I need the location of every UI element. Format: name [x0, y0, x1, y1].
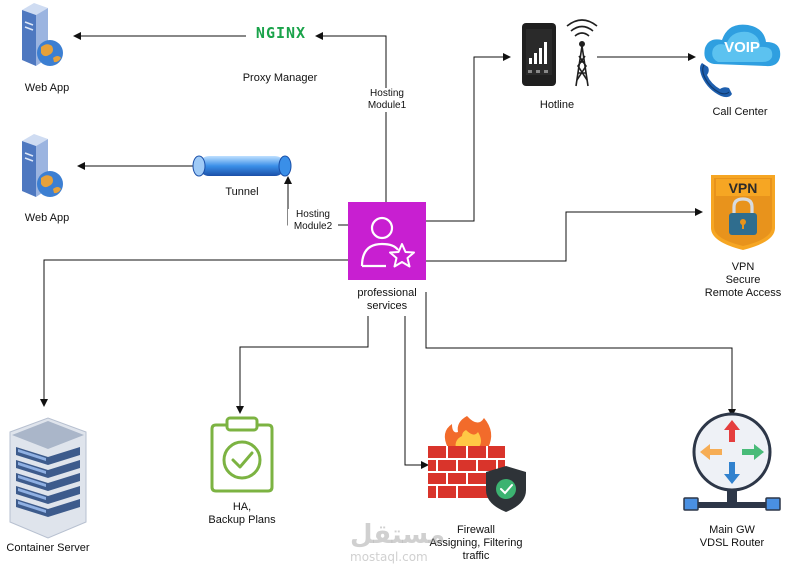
vpn-badge-text: VPN [729, 180, 758, 196]
web-app-label-2: Web App [24, 212, 70, 224]
call-center-label: Call Center [712, 106, 768, 118]
nginx-logo: NGINX [255, 24, 307, 42]
edge-hub-to-ha-backup [236, 316, 369, 414]
edge-hub-to-container-server [40, 259, 348, 407]
hotline-phone-icon [522, 23, 556, 86]
firewall-icon [428, 416, 526, 512]
edge-hub-to-firewall [404, 316, 429, 469]
voip-cloud-icon: VOIP [700, 24, 781, 98]
ha-backup-clipboard-icon [210, 416, 274, 493]
tunnel-label: Tunnel [225, 186, 259, 198]
edge-hub-to-vpn [426, 208, 703, 262]
antenna-tower-icon [566, 19, 598, 87]
web-app-server-icon-1 [22, 3, 63, 66]
tunnel-icon [192, 155, 292, 177]
voip-badge-text: VOIP [724, 39, 760, 56]
edge-hub-to-nginx [315, 32, 387, 202]
hotline-label: Hotline [539, 99, 575, 111]
watermark-latin: mostaql.com [350, 550, 428, 564]
router-label: Main GW VDSL Router [699, 524, 765, 549]
vpn-label: VPN Secure Remote Access [704, 261, 782, 299]
web-app-server-icon-2 [22, 134, 63, 197]
container-server-label: Container Server [6, 542, 90, 554]
vpn-shield-icon: VPN [711, 175, 775, 250]
professional-services-icon [348, 202, 426, 280]
edge-label-hosting-module2: Hosting Module2 [288, 209, 338, 233]
proxy-manager-label: Proxy Manager [242, 72, 318, 84]
watermark-arabic: مستقل [350, 520, 446, 550]
edge-hub-to-router [425, 292, 736, 417]
container-server-icon [9, 417, 87, 539]
ha-backup-label: HA, Backup Plans [208, 501, 276, 526]
professional-services-label: professional services [357, 287, 417, 312]
router-icon [683, 412, 781, 511]
firewall-label: Firewall Assigning, Filtering traffic [429, 524, 523, 562]
edge-label-hosting-module1: Hosting Module1 [361, 88, 413, 112]
web-app-label-1: Web App [24, 82, 70, 94]
edge-hub-to-hotline [426, 53, 511, 222]
